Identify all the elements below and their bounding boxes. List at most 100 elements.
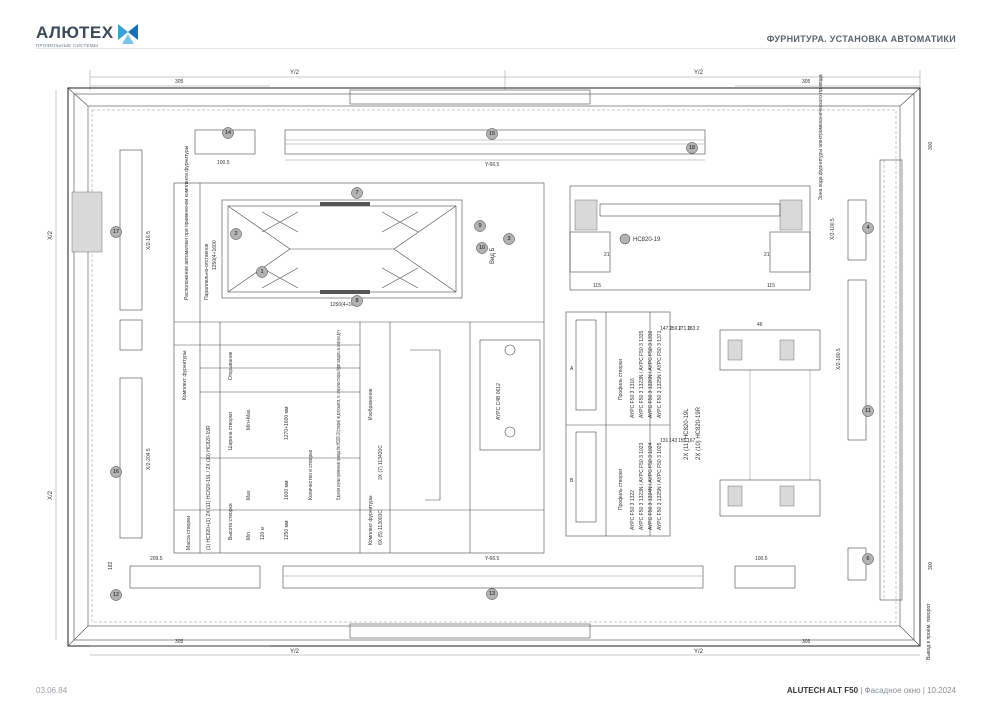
callout-marker-label: 16 xyxy=(113,469,119,475)
callout-marker-label: 18 xyxy=(689,145,695,151)
top-dimensions: Y/2 Y/2 305 305 xyxy=(89,70,921,90)
callout-marker xyxy=(476,242,488,254)
val-h1: 1250 мм xyxy=(284,520,290,540)
footer-date: 03.06.84 xyxy=(36,686,68,695)
callout-marker-label: 4 xyxy=(866,225,869,231)
hc-row: (1) HC820+(1) 2X (11) HC820-19L / 2X (10… xyxy=(206,425,212,550)
callout-marker-label: 10 xyxy=(479,245,485,251)
col-open: Открывание xyxy=(228,351,234,380)
profile-row-value: 143 xyxy=(669,438,678,444)
callout-marker-label: 1 xyxy=(260,269,263,275)
dim-2095: 209.5 xyxy=(150,556,163,562)
callout-marker xyxy=(486,128,498,140)
callout-marker xyxy=(474,220,486,232)
dim-1005-top: 100.5 xyxy=(217,160,230,166)
callout-marker xyxy=(862,405,874,417)
callout-marker xyxy=(503,233,515,245)
profile-row-name: AYPC F50 3 1323N / AYPC F50 3 1023 xyxy=(639,442,645,530)
profile-row-value: 159.2 xyxy=(669,326,682,332)
logo-subtitle: ПРОФИЛЬНЫЕ СИСТЕМЫ xyxy=(36,43,99,48)
dim-x2-1805: X/2-180.5 xyxy=(836,348,842,370)
minmax-label: Min+Max xyxy=(246,409,252,430)
profile-row-name: AYPC F50 3 1325N / AYPC F50 3 1371 xyxy=(657,330,663,418)
callout-marker xyxy=(351,187,363,199)
footer-product-info: ALUTECH ALT F50 | Фасадное окно | 10.202… xyxy=(787,686,956,695)
callout-marker-label: 2 xyxy=(234,231,237,237)
profile-row-value: 167 xyxy=(687,438,696,444)
profile-row-name: AYPC F50 3 1326N / AYPC F50 3 1336 xyxy=(648,330,654,418)
profile-row-name: AYPC F50 3 1322 xyxy=(630,490,636,530)
callout-marker-label: 15 xyxy=(489,131,495,137)
dim-y665-bottom: Y-66.5 xyxy=(485,556,499,562)
conditions-label: Количество в створке xyxy=(308,450,314,500)
dim-y2-left: Y/2 xyxy=(290,70,300,76)
dim-21-left: 21 xyxy=(604,252,610,258)
kit-label: Комплект фурнитуры xyxy=(368,495,374,545)
row-title: Расположение автоматики при применении к… xyxy=(184,145,190,300)
footer-product: ALUTECH ALT F50 xyxy=(786,686,859,695)
col-mass: Масса створки xyxy=(186,516,192,550)
dim-305-tr: 305 xyxy=(802,79,811,85)
col-kit: Комплект фурнитуры xyxy=(182,350,188,400)
callout-marker xyxy=(230,228,242,240)
section-middle: 46 2X (11) HC820-19L 2X (10) HC820-19R xyxy=(684,322,821,517)
section-top: 115 115 21 21 HC820-19 xyxy=(569,185,811,291)
val-w: 1270+1600 мм xyxy=(284,406,290,440)
profile-table-header: Профиль створки xyxy=(618,359,624,400)
hc-label-l: 2X (11) HC820-19L xyxy=(684,408,690,460)
dim-x2-1005: X/2-100.5 xyxy=(830,218,836,240)
kit-2: 3X (7) 113420C xyxy=(378,445,384,480)
hc-label-r: 2X (10) HC820-19R xyxy=(696,406,702,460)
callout-marker xyxy=(256,266,268,278)
callout-marker-label: 13 xyxy=(489,591,495,597)
dim-y2-bl: Y/2 xyxy=(290,649,300,655)
top-hardware: 100.5 Y-66.5 xyxy=(194,89,706,168)
callout-marker-label: 12 xyxy=(113,592,119,598)
header-divider xyxy=(36,48,956,49)
callout-marker-label: 8 xyxy=(355,298,358,304)
callout-marker xyxy=(862,222,874,234)
row-title2: Параллельно-отставное xyxy=(204,243,210,300)
sash-dim-side: 1250(4+1600 xyxy=(212,240,218,270)
profile-row-name: AYPC F50 3 1316 xyxy=(630,378,636,418)
callout-marker xyxy=(686,142,698,154)
bottom-hardware: Y-66.5 209.5 100.5 Y/2 Y/2 305 305 xyxy=(90,556,920,656)
dim-300-bottom: 300 xyxy=(928,561,934,570)
profile-row-value: 131 xyxy=(660,438,669,444)
brand-logo: АЛЮТЕХ ПРОФИЛЬНЫЕ СИСТЕМЫ xyxy=(36,24,138,48)
callout-marker-label: 3 xyxy=(507,236,510,242)
profile-table-header2: Профиль створки xyxy=(618,469,624,510)
sash-dim-bottom: 1250(4+1600 xyxy=(330,302,360,308)
profile-row-name: AYPC F50 3 1324N / AYPC F50 3 1024 xyxy=(648,442,654,530)
min-label: Min xyxy=(246,532,252,540)
callout-marker-label: 17 xyxy=(113,229,119,235)
dim-21-right: 21 xyxy=(764,252,770,258)
dim-305-bl: 305 xyxy=(175,639,184,645)
img-label: Изображение xyxy=(368,388,374,420)
callout-marker xyxy=(110,589,122,601)
dim-1005-bottom: 100.5 xyxy=(755,556,768,562)
callout-marker-label: 7 xyxy=(355,190,358,196)
sash-elevation: 1250(4+1600 1250(4+1600 Вид Б xyxy=(212,199,496,308)
col-width: Ширина створки xyxy=(228,412,234,450)
callout-marker-label: 11 xyxy=(865,408,871,414)
callout-marker xyxy=(862,553,874,565)
max-label: Max xyxy=(246,490,252,500)
dim-115-left: 115 xyxy=(593,283,601,289)
spec-table-frame: Расположение автоматики при применении к… xyxy=(173,145,545,554)
note-text: В данном случае применение привода без H… xyxy=(336,330,342,500)
dim-x2-165: X/2-16.5 xyxy=(146,231,152,250)
callout-marker-label: 9 xyxy=(478,223,481,229)
dim-300-top: 300 xyxy=(928,141,934,150)
profile-row-value: 171.2 xyxy=(678,326,691,332)
dim-y2-right: Y/2 xyxy=(694,70,704,76)
callout-marker-label: 14 xyxy=(225,130,231,136)
callout-marker-label: 6 xyxy=(866,556,869,562)
profile-label: AYPC C4B 0612 xyxy=(496,383,502,420)
dim-x2-2045: X/2-204.5 xyxy=(146,448,152,470)
callout-marker xyxy=(110,226,122,238)
profile-row-value: 155 xyxy=(678,438,687,444)
outer-frame xyxy=(67,87,921,647)
